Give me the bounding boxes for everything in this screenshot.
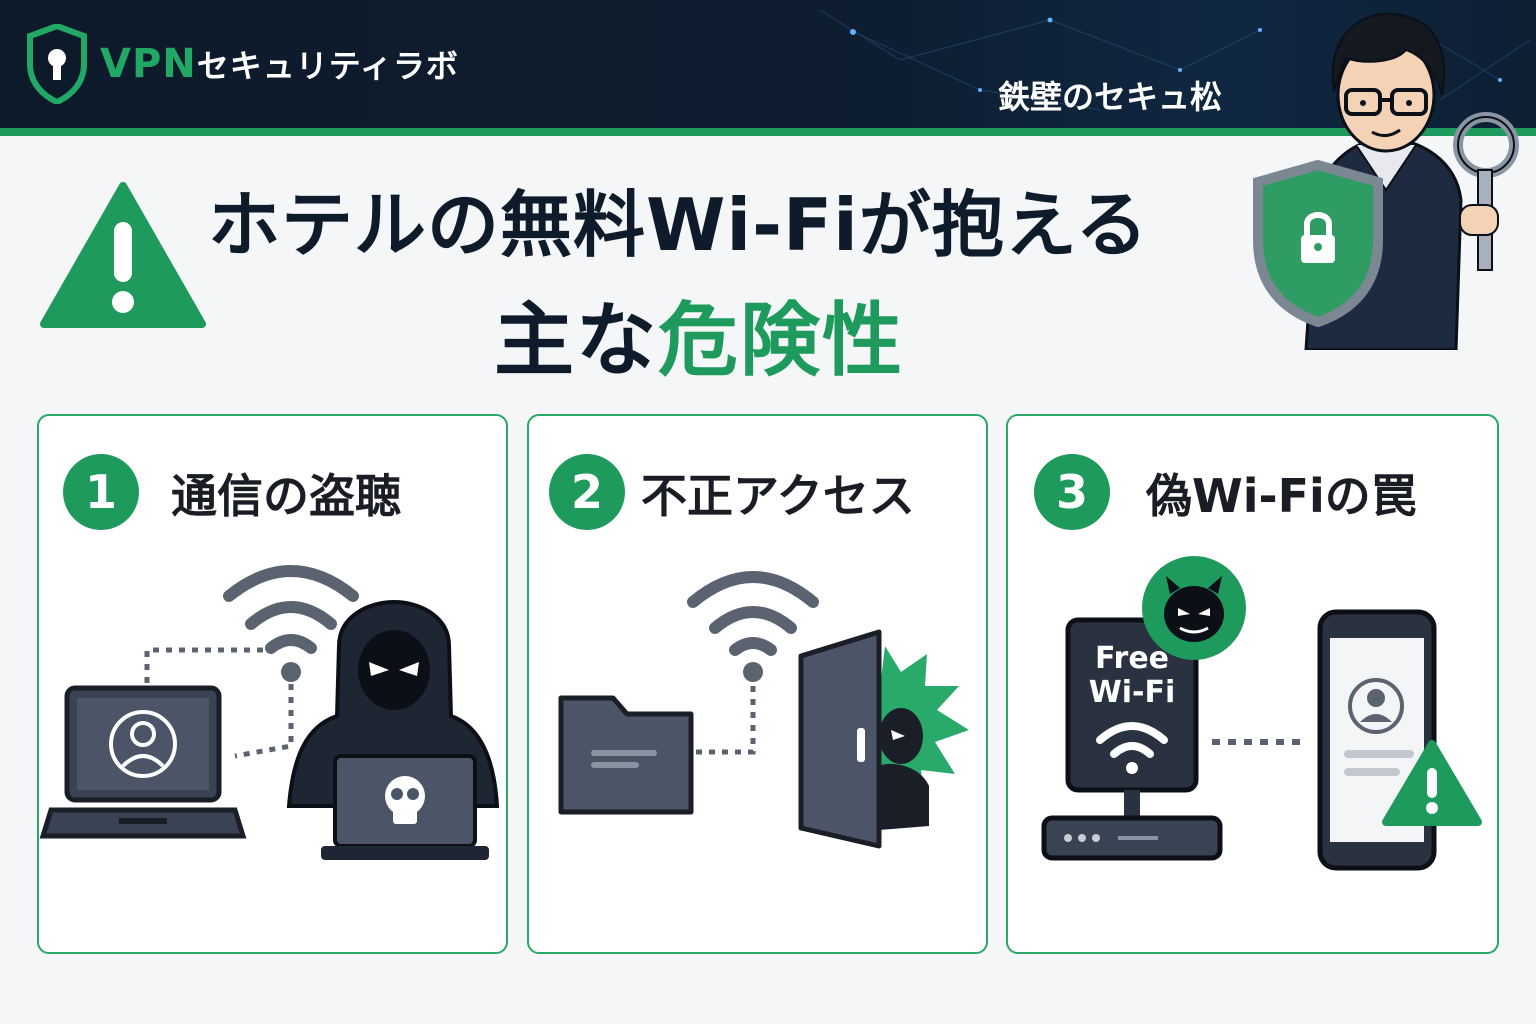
header-accent-line — [0, 128, 1536, 136]
skull-icon — [385, 776, 425, 824]
title-accent: 危険性 — [658, 294, 904, 387]
logo-lab-text: セキュリティラボ — [196, 47, 459, 85]
logo-vpn-text: VPN — [100, 41, 197, 87]
shield-keyhole-icon — [27, 24, 87, 104]
sign-line-1: Free — [1094, 641, 1170, 676]
brand-logo[interactable]: VPNセキュリティラボ — [26, 24, 459, 104]
risk-card-fake-wifi: 3 偽Wi-Fiの罠 — [1006, 414, 1499, 954]
key-icon — [1453, 112, 1519, 271]
character-name: 鉄壁のセキュ松 — [998, 78, 1223, 116]
door-icon — [798, 629, 929, 849]
risk-title: 不正アクセス — [641, 469, 915, 523]
risk-title: 偽Wi-Fiの罠 — [1146, 469, 1417, 523]
wifi-icon — [223, 565, 359, 654]
wifi-icon — [687, 571, 819, 656]
title-plain: 主な — [494, 294, 658, 387]
risk-number-badge: 2 — [549, 454, 625, 530]
user-icon — [109, 710, 177, 778]
router-icon — [1041, 617, 1223, 861]
risk-card-eavesdropping: 1 通信の盗聴 — [37, 414, 508, 954]
shield-lock-icon — [1253, 159, 1383, 328]
page-title-line2: 主な危険性 — [494, 276, 904, 392]
warning-icon — [1382, 740, 1482, 826]
hacker-icon — [286, 599, 500, 860]
network-background — [819, 9, 1531, 111]
sign-line-2: Wi-Fi — [1088, 675, 1176, 710]
page-title-line1: ホテルの無料Wi-Fiが抱える — [208, 183, 1149, 267]
risk-card-unauthorized-access: 2 不正アクセス — [527, 414, 988, 954]
devil-icon — [1142, 556, 1246, 660]
free-wifi-sign: Free Wi-Fi — [1068, 642, 1196, 710]
mascot-character — [1253, 12, 1519, 350]
folder-icon — [558, 695, 694, 815]
header-bar: VPNセキュリティラボ 鉄壁のセキュ松 — [0, 0, 1536, 128]
risk-number-badge: 1 — [63, 454, 139, 530]
risk-title: 通信の盗聴 — [171, 469, 401, 523]
warning-icon — [40, 182, 206, 328]
wifi-icon — [1096, 722, 1168, 758]
smartphone-icon — [1317, 609, 1437, 871]
risk-number-badge: 3 — [1034, 454, 1110, 530]
